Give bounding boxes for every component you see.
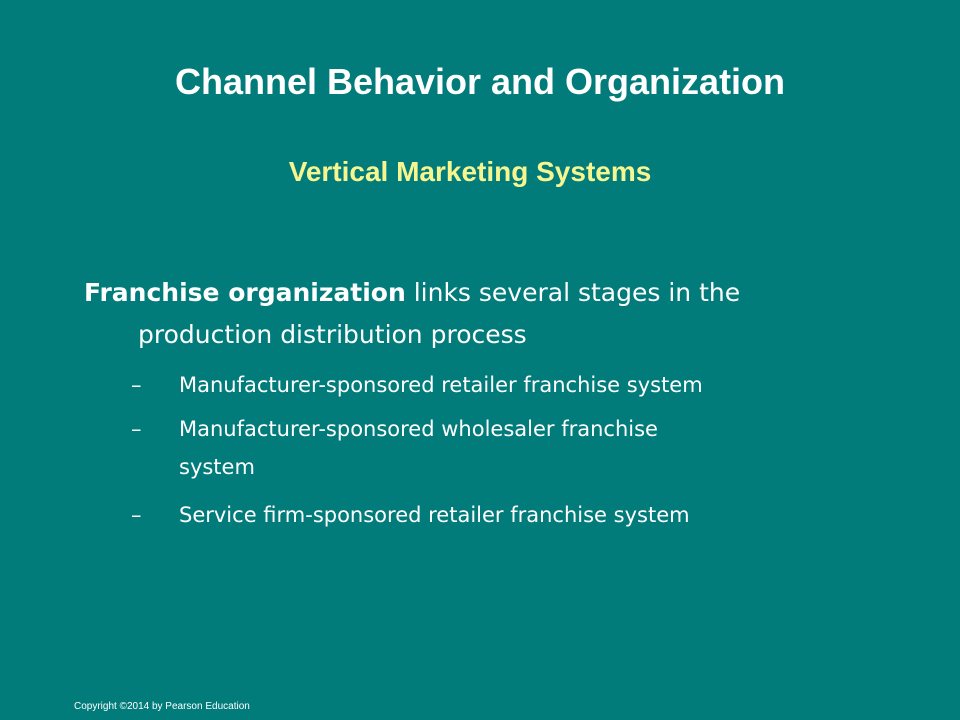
sub-bullet-item: – Service firm-sponsored retailer franch… bbox=[131, 496, 851, 534]
dash-marker: – bbox=[131, 503, 142, 527]
main-bullet-text-line1: links several stages in the bbox=[405, 278, 741, 307]
main-bullet: Franchise organization links several sta… bbox=[84, 272, 864, 356]
main-bullet-bold-term: Franchise organization bbox=[84, 278, 406, 307]
sub-bullet-item: – Manufacturer-sponsored wholesaler fran… bbox=[131, 410, 851, 486]
sub-bullet-list: – Manufacturer-sponsored retailer franch… bbox=[131, 366, 851, 534]
main-bullet-text-line2: production distribution process bbox=[138, 320, 527, 349]
copyright-notice: Copyright ©2014 by Pearson Education bbox=[74, 701, 250, 712]
sub-bullet-item: – Manufacturer-sponsored retailer franch… bbox=[131, 366, 851, 404]
sub-bullet-text-wrap: Manufacturer-sponsored wholesaler franch… bbox=[179, 410, 851, 486]
sub-bullet-text: Manufacturer-sponsored wholesaler franch… bbox=[179, 417, 658, 441]
sub-bullet-text: Manufacturer-sponsored retailer franchis… bbox=[179, 373, 703, 397]
slide-subtitle: Vertical Marketing Systems bbox=[288, 156, 652, 187]
slide-title: Channel Behavior and Organization bbox=[174, 61, 786, 102]
sub-bullet-text-continued: system bbox=[179, 455, 255, 479]
dash-marker: – bbox=[131, 417, 142, 441]
sub-bullet-text: Service firm-sponsored retailer franchis… bbox=[179, 503, 690, 527]
dash-marker: – bbox=[131, 373, 142, 397]
